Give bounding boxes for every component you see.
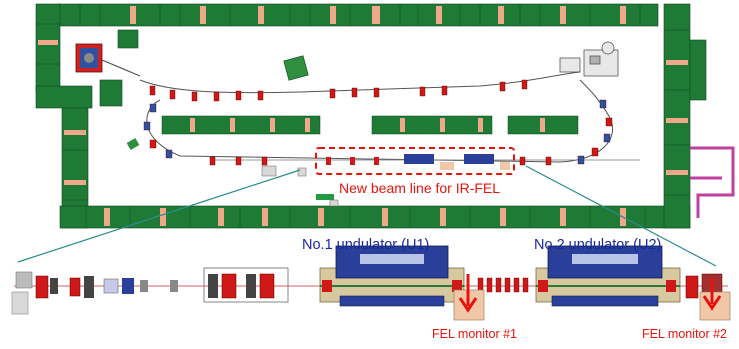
new-beam-line-label: New beam line for IR-FEL <box>339 180 501 196</box>
lower-left-equipment <box>261 165 339 207</box>
fel-monitor-1-label: FEL monitor #1 <box>432 327 517 341</box>
detail-beam-line <box>11 245 728 315</box>
ring-magnets <box>143 79 613 166</box>
shield-block-lines <box>36 4 690 228</box>
marker <box>126 138 140 150</box>
access-path <box>690 146 735 218</box>
new-beam-line-highlight <box>315 147 515 175</box>
overview-undulators <box>326 154 510 170</box>
fel-monitor-2 <box>699 278 731 321</box>
injector-area <box>75 43 141 77</box>
diagnostic-station <box>283 55 309 81</box>
zoom-lines <box>17 165 717 267</box>
fel-monitor-1 <box>453 274 485 321</box>
dump-area <box>559 41 619 77</box>
undulator-1-label: No.1 undulator (U1) <box>302 237 430 253</box>
fel-monitor-2-label: FEL monitor #2 <box>642 327 727 341</box>
outer-shield-wall <box>35 3 707 229</box>
marker <box>316 194 334 200</box>
inner-shield-rows <box>161 115 579 135</box>
undulator-2-label: No.2 undulator (U2) <box>534 237 662 253</box>
